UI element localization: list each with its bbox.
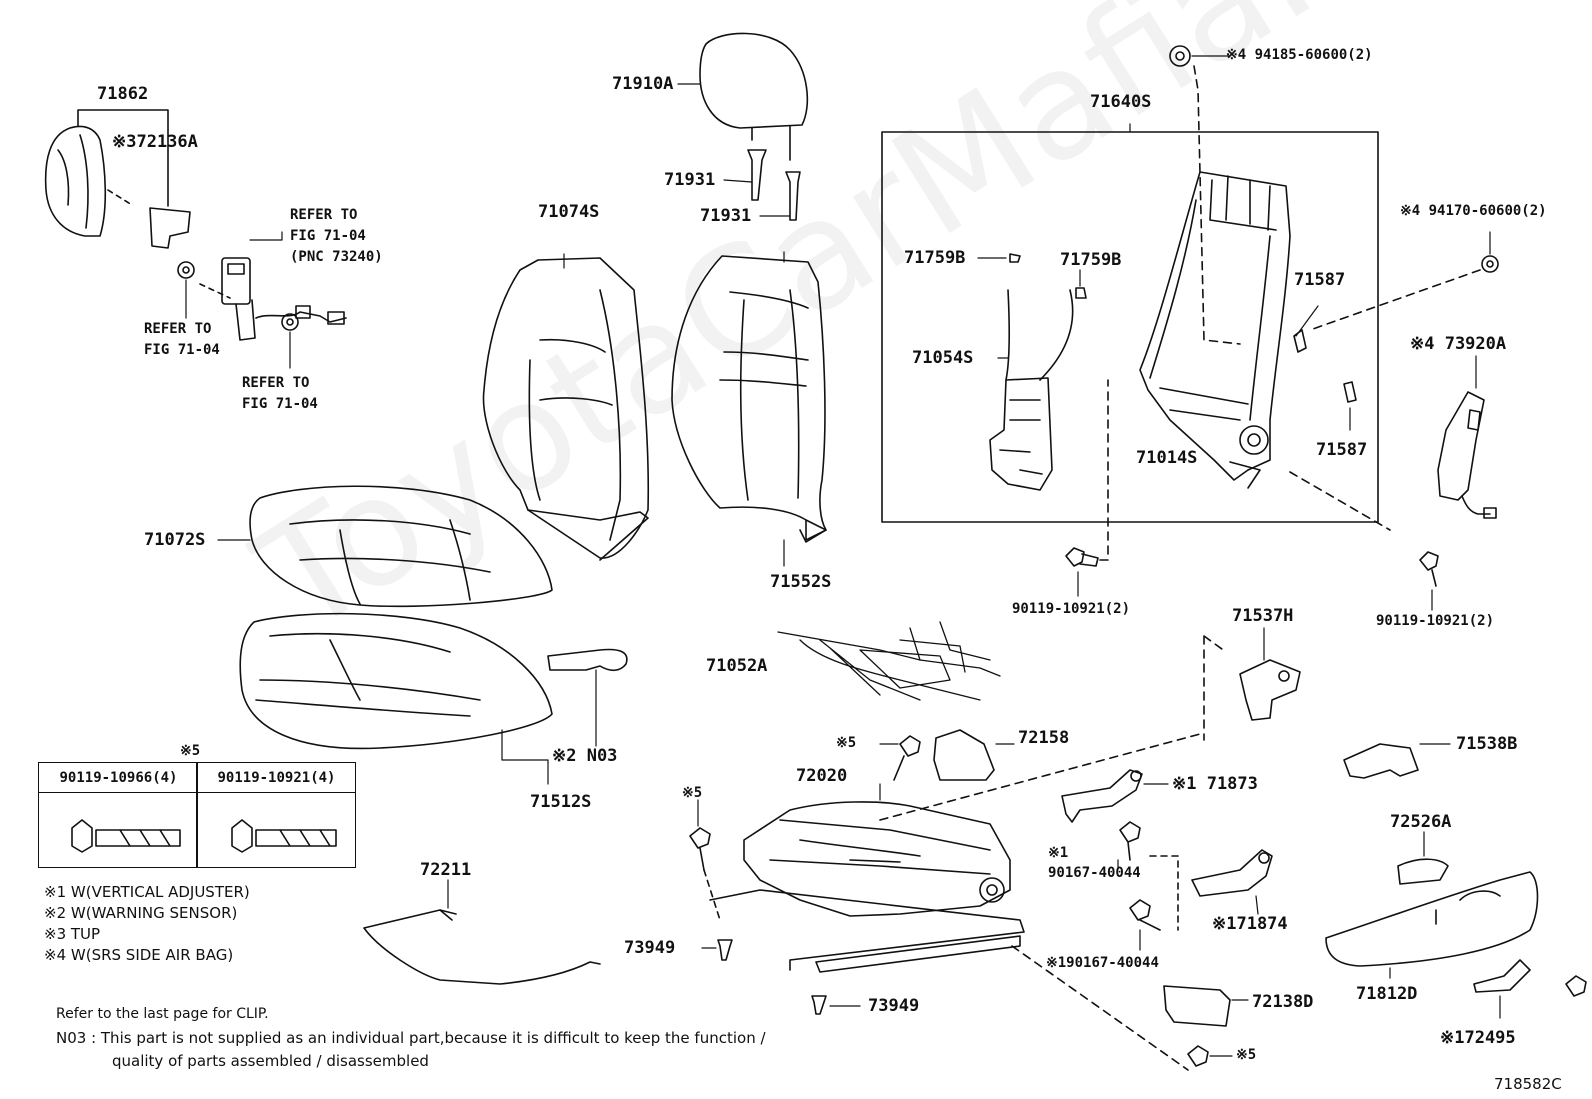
label-72158: 72158 xyxy=(1018,728,1070,748)
bolt-table-divider xyxy=(196,763,198,867)
label-71862: 71862 xyxy=(97,84,149,104)
label-71931-upper: 71931 xyxy=(664,170,716,190)
refer-nut-right-line1: REFER TO xyxy=(242,375,310,391)
note-n03-line2: quality of parts assembled / disassemble… xyxy=(112,1052,429,1070)
bolt-table-col2: 90119-10921(4) xyxy=(197,763,356,793)
bracket-parts xyxy=(1203,627,1451,779)
legend-item-4: ※4 W(SRS SIDE AIR BAG) xyxy=(44,946,234,964)
lever-71873-part xyxy=(1061,769,1179,931)
lumbar-wire-part xyxy=(989,289,1074,491)
label-ref5-lower: ※5 xyxy=(1236,1047,1257,1063)
label-90119-right: 90119-10921(2) xyxy=(1376,613,1495,629)
bolt-table: 90119-10966(4) 90119-10921(4) xyxy=(38,762,356,868)
refer-belt-line3: (PNC 73240) xyxy=(290,249,383,265)
label-clip-94170: ※4 94170-60600(2) xyxy=(1400,203,1547,219)
label-73949-right: 73949 xyxy=(868,996,920,1016)
bolt-parts-lower xyxy=(689,735,1587,1067)
legend-bolt-illustrations xyxy=(71,819,337,853)
label-71874: ※171874 xyxy=(1212,914,1288,934)
pin-parts xyxy=(701,939,861,1015)
label-71538b: 71538B xyxy=(1456,734,1518,754)
legend-item-2: ※2 W(WARNING SENSOR) xyxy=(44,904,238,922)
label-71640s: 71640S xyxy=(1090,92,1152,112)
label-ref1: ※1 xyxy=(1048,845,1069,861)
label-71910a: 71910A xyxy=(612,74,674,94)
note-clip: Refer to the last page for CLIP. xyxy=(56,1006,269,1022)
label-71759b-left: 71759B xyxy=(904,248,966,268)
sensor-part xyxy=(547,648,628,747)
cover-72138d-part xyxy=(1011,945,1249,1071)
cushion-cover-part xyxy=(217,485,553,608)
label-71014s: 71014S xyxy=(1136,448,1198,468)
legend-item-3: ※3 TUP xyxy=(44,925,101,943)
bolt-table-col1: 90119-10966(4) xyxy=(39,763,198,793)
label-ref5-left: ※5 xyxy=(682,785,703,801)
label-90167-lower: ※190167-40044 xyxy=(1046,955,1159,971)
label-73920a: ※4 73920A xyxy=(1410,334,1507,354)
label-71074s: 71074S xyxy=(538,202,600,222)
clip-parts xyxy=(977,253,1357,431)
diagram-code: 718582C xyxy=(1494,1075,1562,1093)
side-cover-part xyxy=(44,109,191,249)
cover-72158-part xyxy=(933,729,1015,781)
label-ref5-upper: ※5 xyxy=(836,735,857,751)
label-71812d: 71812D xyxy=(1356,984,1418,1004)
headrest-part xyxy=(677,32,809,221)
label-72495: ※172495 xyxy=(1440,1028,1516,1048)
label-71054s: 71054S xyxy=(912,348,974,368)
nut-parts xyxy=(1169,45,1499,345)
label-71512s: 71512S xyxy=(530,792,592,812)
label-n03: ※2 N03 xyxy=(552,746,618,766)
label-72138d: 72138D xyxy=(1252,992,1314,1012)
label-71931-lower: 71931 xyxy=(700,206,752,226)
label-72136a: ※372136A xyxy=(112,132,198,152)
label-90119-left: 90119-10921(2) xyxy=(1012,601,1131,617)
frame-sub-assembly-box xyxy=(881,123,1379,523)
label-71537h: 71537H xyxy=(1232,606,1294,626)
shield-parts xyxy=(1325,831,1539,1019)
rod-72211-part xyxy=(363,879,601,985)
refer-belt-line2: FIG 71-04 xyxy=(290,228,366,244)
seatback-cover-part xyxy=(482,253,650,561)
refer-belt-line1: REFER TO xyxy=(290,207,358,223)
bolt-table-title: ※5 xyxy=(180,743,201,759)
label-71552s: 71552S xyxy=(770,572,832,592)
label-71587-upper: 71587 xyxy=(1294,270,1346,290)
refer-nut-right-line2: FIG 71-04 xyxy=(242,396,318,412)
refer-nut-left-line1: REFER TO xyxy=(144,321,212,337)
label-71052a: 71052A xyxy=(706,656,768,676)
cushion-pad-part xyxy=(239,612,553,785)
label-71072s: 71072S xyxy=(144,530,206,550)
label-clip-94185: ※4 94185-60600(2) xyxy=(1226,47,1373,63)
label-90167-upper: 90167-40044 xyxy=(1048,865,1141,881)
seat-belt-buckle-part xyxy=(177,231,347,369)
bolt-parts-upper xyxy=(1065,379,1439,611)
label-71873: ※1 71873 xyxy=(1172,774,1258,794)
label-71759b-right: 71759B xyxy=(1060,250,1122,270)
lever-71874-part xyxy=(1129,849,1273,951)
seatback-frame-part xyxy=(1139,171,1291,489)
legend-item-1: ※1 W(VERTICAL ADJUSTER) xyxy=(44,883,250,901)
label-71587-lower: 71587 xyxy=(1316,440,1368,460)
note-n03-line1: N03 : This part is not supplied as an in… xyxy=(56,1029,766,1047)
side-airbag-part xyxy=(1289,355,1497,531)
label-73949-left: 73949 xyxy=(624,938,676,958)
label-72211: 72211 xyxy=(420,860,472,880)
seatback-pad-part xyxy=(671,251,827,567)
label-72020: 72020 xyxy=(796,766,848,786)
seat-adjuster-part xyxy=(709,733,1201,973)
label-72526a: 72526A xyxy=(1390,812,1452,832)
spring-assembly-part xyxy=(777,621,1001,701)
refer-nut-left-line2: FIG 71-04 xyxy=(144,342,220,358)
